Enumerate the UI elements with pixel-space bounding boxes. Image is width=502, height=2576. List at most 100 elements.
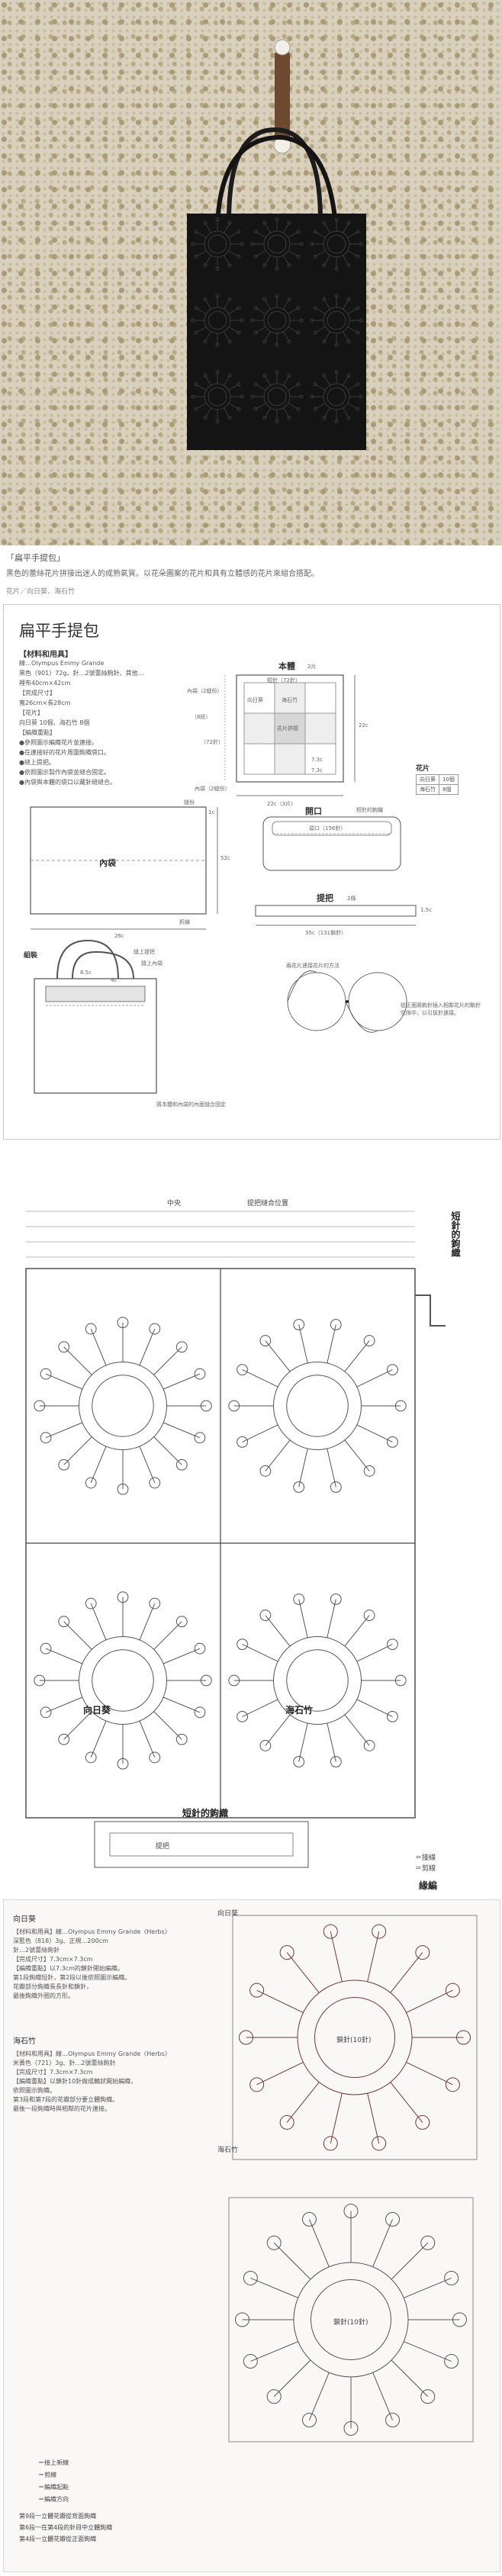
notes: 第9段一立體花瓣從背面鉤織第6段一在第4段的針目中立體鉤織第4段一立體花瓣從正面… (19, 2510, 112, 2545)
body-count: 2片 (307, 664, 317, 670)
bottom-edge-label: 短針的鉤織 (182, 1808, 229, 1819)
materials-line: ●在連接好的花片周圍鉤織袋口。 (19, 749, 110, 756)
motif-chart-drawing (228, 1915, 478, 2443)
handle-sewn-label: 縫上提把 (134, 949, 155, 955)
sunflower-line: 花瓣部分鉤織長長針和鎖針， (13, 1983, 92, 1990)
handle-count: 2條 (347, 896, 356, 902)
hook-knob (274, 39, 291, 56)
motif-a-name: 向日葵 (416, 774, 439, 785)
materials-line: ●參照圖示編織花片並連接。 (19, 739, 98, 746)
legend-cut: ＝剪線 (415, 1865, 436, 1873)
product-photo (0, 0, 502, 545)
materials-line: 線…Olympus Emmy Grande (19, 660, 105, 667)
motif-b-label: 海石竹 (282, 697, 298, 703)
caption-title: 「扁平手提包」 (6, 553, 65, 563)
pocket-top: 縫份 (184, 799, 195, 806)
chart-motif-b: 海石竹 (285, 1705, 314, 1716)
motif-b-count: 8個 (439, 784, 459, 795)
bag-handle-back (227, 127, 323, 222)
join-note: 從正面將鉤針插入相鄰花片的鎖針空隙中，以引拔針連接。 (401, 1002, 481, 1016)
dim-width: 22c（3片） (267, 801, 297, 807)
top-center-label: 中央 (167, 1200, 182, 1208)
attach-label: 內袋（2縫份） (187, 688, 223, 694)
diagram-lines (30, 674, 417, 1094)
handle-width: 1.5c (420, 907, 432, 913)
sunflower-line: 第1段鉤織短針，第2段以後依照圖示編織。 (13, 1974, 131, 1981)
legend: ＝接上新線＝剪線＝編織起點＝編織方向 (38, 2457, 69, 2506)
handle-length: 35c（131鎖針） (305, 930, 347, 936)
center-label: 花片拼接 (277, 725, 298, 732)
chart-a-label: 向日葵 (217, 1910, 239, 1918)
legend-item: ＝編織方向 (38, 2496, 69, 2503)
sunflower-line: 最後鉤織外圈的方形。 (13, 1992, 74, 1999)
chart-b-label: 海石竹 (217, 2147, 239, 2154)
dim-7a: 7.3c (311, 757, 323, 763)
chart-motif-a: 向日葵 (83, 1705, 111, 1716)
legend-item: ＝接上新線 (38, 2459, 69, 2466)
motif-b-name: 海石竹 (416, 784, 439, 795)
assembly-dim-2: 4c (111, 977, 117, 983)
assembly-label: 組裝 (24, 952, 38, 960)
caption: 「扁平手提包」 黑色的蕾絲花片拼接出迷人的成熟氣質。以花朵圖案的花片和具有立體感… (6, 552, 494, 596)
handle-label-chart: 提把 (156, 1843, 170, 1851)
dim-72: （72針） (201, 739, 224, 745)
legend-item: ＝剪線 (38, 2471, 56, 2478)
materials-line: 向日葵 10個、海石竹 8個 (19, 719, 90, 726)
sea-pink-line: 【材料和用具】線…Olympus Emmy Grande〈Herbs〉 (13, 2050, 171, 2057)
sea-pink-line: 第3段和第7段的花瓣部分要立體鉤織。 (13, 2096, 119, 2103)
sunflower-line: 【完成尺寸】7.3cm×7.3cm (13, 1956, 93, 1963)
assembly-dim-1: 8.5c (80, 970, 92, 976)
body-label: 本體 (278, 661, 295, 671)
instructions-panel: 扁平手提包 【材料和用具】 線…Olympus Emmy Grande 黑色（90… (3, 604, 500, 1140)
note-line: 第9段一立體花瓣從背面鉤織 (19, 2513, 97, 2520)
sunflower-line: 針…2號蕾絲鉤針 (13, 1947, 60, 1954)
sunflower-title: 向日葵 (13, 1915, 36, 1924)
sea-pink-line: 【完成尺寸】7.3cm×7.3cm (13, 2069, 93, 2076)
sunflower-line: 【材料和用具】線…Olympus Emmy Grande〈Herbs〉 (13, 1928, 171, 1935)
center-a-label: 鎖針(10針) (336, 2037, 372, 2044)
sea-pink-line: 【編織重點】以鎖針10針做成輪狀開始編織， (13, 2078, 137, 2085)
motif-a-label: 向日葵 (247, 697, 263, 703)
mouth-count: 袋口（156針） (309, 825, 346, 831)
motifs-header: 花片 (416, 765, 430, 773)
caption-credit: 花片／向日葵、海石竹 (6, 588, 76, 596)
legend-join: ＝接線 (415, 1854, 436, 1862)
edging-top-label: 短針（72針） (267, 677, 301, 683)
pocket-width: 26c (114, 933, 124, 939)
materials-line: 黑色（901）72g、針…2號蕾絲鉤針、其他… (19, 670, 144, 677)
materials-line: ●依照圖示製作內袋並縫合固定。 (19, 769, 110, 776)
materials-line: ●縫上提把。 (19, 759, 55, 766)
dim-7b: 7.3c (311, 767, 323, 773)
sea-pink-line: 依照圖示鉤織。 (13, 2087, 56, 2094)
center-b-label: 鎖針(10針) (333, 2319, 368, 2327)
materials-heading: 【材料和用具】 (19, 651, 72, 659)
pattern-title: 扁平手提包 (19, 622, 99, 640)
handle-label: 提把 (317, 893, 333, 903)
materials-list: 線…Olympus Emmy Grande 黑色（901）72g、針…2號蕾絲鉤針… (19, 658, 153, 787)
mouth-edge: 短針的鉤織 (356, 807, 383, 813)
assembly-chart: 中央 提把縫合位置 短針的鉤織 向日葵 海石竹 短針的鉤織 提把 緣編 ＝接線 … (3, 1196, 499, 1891)
bag-sewn-label: 縫上內袋 (141, 960, 163, 966)
materials-line: 【編織重點】 (19, 729, 56, 736)
sea-pink-block: 海石竹 【材料和用具】線…Olympus Emmy Grande〈Herbs〉米… (13, 2037, 204, 2114)
bag-photo-illustration (187, 39, 366, 450)
sea-pink-line: 最後一段鉤織時與相鄰的花片連接。 (13, 2105, 111, 2112)
motif-a-count: 10個 (439, 774, 459, 785)
fold-label: 折線 (179, 919, 190, 925)
caption-description: 黑色的蕾絲花片拼接出迷人的成熟氣質。以花朵圖案的花片和具有立體感的花片來組合搭配… (6, 570, 319, 578)
pocket-side: 1c (208, 809, 215, 815)
materials-line: 裡布40cm×42cm (19, 680, 71, 687)
hook (275, 50, 290, 149)
top-edge-label: 提把縫合位置 (247, 1200, 289, 1208)
join-label: 兩花片連接花片的方法 (286, 963, 339, 969)
materials-line: ●內袋與本體的袋口以藏針縫縫合。 (19, 779, 116, 786)
note-line: 第4段一立體花瓣從正面鉤織 (19, 2536, 97, 2542)
bottom-mark: 緣編 (419, 1880, 438, 1891)
materials-line: 寬26cm×長28cm (19, 699, 71, 706)
pocket-height: 52c (220, 855, 230, 861)
assembly-note: 將本體和內袋的內面縫合固定 (156, 1101, 226, 1108)
bag-crochet-motifs (191, 217, 363, 423)
assembly-chart-drawing (25, 1211, 446, 1868)
note-line: 第6段一在第4段的針目中立體鉤織 (19, 2524, 113, 2531)
